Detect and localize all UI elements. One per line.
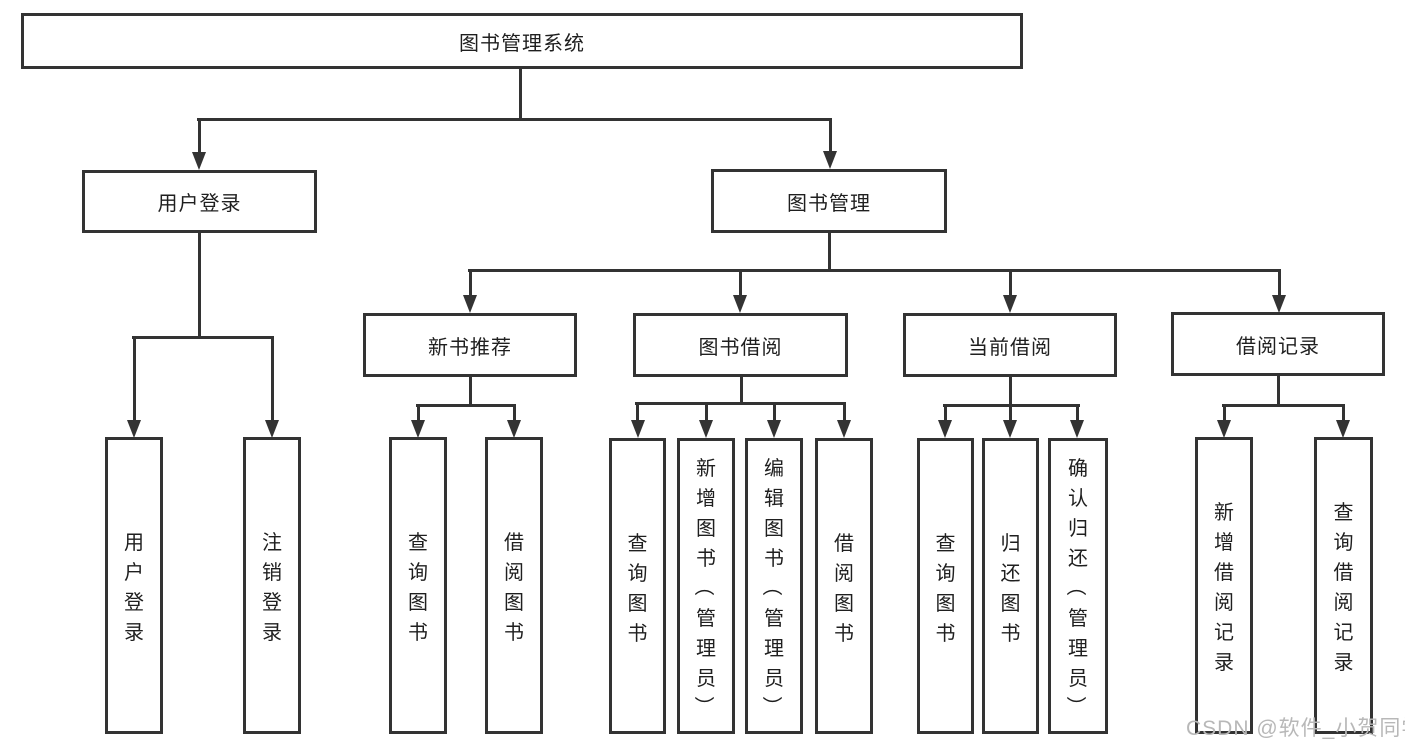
node-borrow-records: 借阅记录 — [1171, 312, 1385, 376]
leaf-user-login-label: 用户登录 — [124, 532, 144, 644]
arrow-down-icon — [1003, 295, 1017, 313]
leaf-query-books-3: 查询图书 — [917, 438, 974, 734]
arrow-down-icon — [411, 420, 425, 438]
connector-drop — [469, 269, 472, 297]
node-book-borrow-label: 图书借阅 — [698, 336, 783, 359]
connector-drop — [1076, 404, 1079, 422]
node-root: 图书管理系统 — [21, 13, 1023, 69]
connector-stem — [469, 377, 472, 407]
leaf-query-borrow-record-label: 查询借阅记录 — [1333, 502, 1354, 674]
leaf-logout: 注销登录 — [243, 437, 301, 734]
node-borrow-records-label: 借阅记录 — [1236, 335, 1320, 358]
leaf-add-borrow-record: 新增借阅记录 — [1195, 437, 1253, 734]
connector-drop — [271, 336, 274, 422]
arrow-down-icon — [631, 420, 645, 438]
leaf-borrow-books-2-label: 借阅图书 — [834, 532, 854, 645]
connector-level3-rail — [468, 269, 1281, 272]
arrow-down-icon — [733, 295, 747, 313]
connector-drop — [843, 402, 846, 422]
arrow-down-icon — [463, 295, 477, 313]
leaf-user-login: 用户登录 — [105, 437, 163, 734]
leaf-return-books: 归还图书 — [982, 438, 1039, 734]
node-user-login: 用户登录 — [82, 170, 317, 233]
connector-drop — [513, 404, 516, 422]
leaf-query-books-2-label: 查询图书 — [627, 532, 648, 645]
connector-drop — [636, 402, 639, 422]
connector-drop-book-mgmt — [829, 118, 832, 154]
connector-rail — [416, 404, 516, 407]
connector-drop — [739, 269, 742, 297]
arrow-down-icon — [507, 420, 521, 438]
leaf-query-books: 查询图书 — [389, 437, 447, 734]
arrow-down-icon — [1217, 420, 1231, 438]
connector-drop — [944, 404, 947, 422]
connector-rail — [635, 402, 846, 405]
connector-drop — [705, 402, 708, 422]
connector-root-stem — [519, 69, 522, 121]
connector-rail — [1222, 404, 1345, 407]
connector-book-stem — [828, 233, 831, 272]
connector-drop — [417, 404, 420, 422]
arrow-down-icon — [192, 152, 206, 170]
leaf-query-books-2: 查询图书 — [609, 438, 666, 734]
node-book-mgmt: 图书管理 — [711, 169, 947, 233]
node-new-books: 新书推荐 — [363, 313, 577, 377]
arrow-down-icon — [1070, 420, 1084, 438]
leaf-add-books-admin: 新增图书（管理员） — [677, 438, 735, 734]
leaf-logout-label: 注销登录 — [262, 532, 282, 644]
connector-stem — [1277, 376, 1280, 407]
connector-drop — [1223, 404, 1226, 422]
csdn-watermark: CSDN @软件_小贺同学 — [1186, 717, 1405, 740]
connector-drop — [133, 336, 136, 422]
connector-drop — [1278, 269, 1281, 297]
leaf-add-borrow-record-label: 新增借阅记录 — [1214, 502, 1234, 674]
arrow-down-icon — [1003, 420, 1017, 438]
leaf-query-books-3-label: 查询图书 — [935, 532, 956, 645]
node-root-label: 图书管理系统 — [459, 32, 585, 55]
leaf-query-borrow-record: 查询借阅记录 — [1314, 437, 1373, 734]
node-book-borrow: 图书借阅 — [633, 313, 848, 377]
node-book-mgmt-label: 图书管理 — [787, 192, 871, 215]
connector-drop — [1342, 404, 1345, 422]
connector-user-rail — [132, 336, 274, 339]
connector-drop — [773, 402, 776, 422]
leaf-return-books-label: 归还图书 — [1000, 532, 1021, 645]
node-current-borrow-label: 当前借阅 — [968, 336, 1052, 359]
leaf-add-books-admin-label: 新增图书（管理员） — [692, 457, 717, 717]
arrow-down-icon — [823, 151, 837, 169]
node-user-login-label: 用户登录 — [157, 193, 242, 215]
node-new-books-label: 新书推荐 — [428, 336, 512, 359]
connector-drop — [1009, 269, 1012, 297]
arrow-down-icon — [1336, 420, 1350, 438]
connector-level2-rail — [197, 118, 832, 121]
leaf-edit-books-admin: 编辑图书（管理员） — [745, 438, 803, 734]
connector-drop-user-login — [198, 118, 201, 154]
leaf-borrow-books-label: 借阅图书 — [504, 532, 524, 644]
arrow-down-icon — [699, 420, 713, 438]
connector-user-stem — [198, 233, 201, 339]
arrow-down-icon — [767, 420, 781, 438]
connector-drop — [1009, 404, 1012, 422]
arrow-down-icon — [1272, 295, 1286, 313]
arrow-down-icon — [265, 420, 279, 438]
arrow-down-icon — [127, 420, 141, 438]
arrow-down-icon — [837, 420, 851, 438]
node-current-borrow: 当前借阅 — [903, 313, 1117, 377]
connector-stem — [740, 377, 743, 405]
leaf-borrow-books-2: 借阅图书 — [815, 438, 873, 734]
arrow-down-icon — [938, 420, 952, 438]
leaf-confirm-return-admin-label: 确认归还（管理员） — [1064, 457, 1089, 717]
leaf-confirm-return-admin: 确认归还（管理员） — [1048, 438, 1108, 734]
connector-stem — [1009, 377, 1012, 407]
leaf-query-books-label: 查询图书 — [408, 532, 428, 644]
leaf-edit-books-admin-label: 编辑图书（管理员） — [760, 457, 785, 717]
leaf-borrow-books: 借阅图书 — [485, 437, 543, 734]
